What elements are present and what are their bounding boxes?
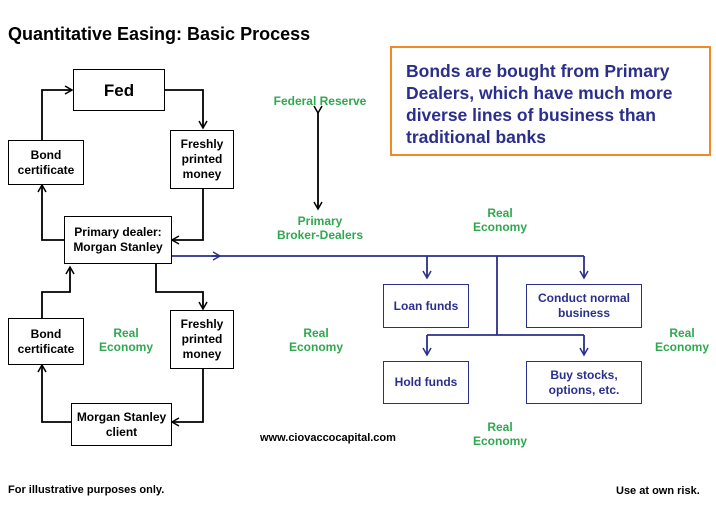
page-title: Quantitative Easing: Basic Process — [8, 24, 311, 44]
primary-broker-label: Primary Broker-Dealers — [276, 214, 364, 242]
real-economy-label-2: Real Economy — [98, 326, 153, 354]
money-top: Freshly printed money — [170, 130, 234, 189]
real-economy-label-4: Real Economy — [654, 326, 709, 354]
bond-certificate-top: Bond certificate — [8, 140, 84, 185]
arrow-fed-to-money — [165, 89, 208, 130]
loan-funds-box: Loan funds — [383, 284, 469, 328]
primary-dealer-box: Primary dealer: Morgan Stanley — [64, 216, 172, 264]
money-bottom: Freshly printed money — [170, 310, 234, 369]
bond-certificate-bottom: Bond certificate — [8, 318, 84, 365]
fed-box: Fed — [73, 69, 165, 111]
arrow-bond-to-fed — [41, 85, 74, 140]
hold-funds-box: Hold funds — [383, 361, 469, 404]
footer-disclaimer-right: Use at own risk. — [616, 485, 700, 497]
real-economy-label-1: Real Economy — [472, 206, 527, 234]
website-label: www.ciovaccocapital.com — [260, 432, 396, 444]
conduct-business-box: Conduct normal business — [526, 284, 642, 328]
arrow-money-to-dealer — [170, 189, 204, 245]
arrow-bond2-to-dealer — [41, 265, 75, 318]
callout-box: Bonds are bought from Primary Dealers, w… — [390, 46, 711, 156]
arrow-dealer-to-bond — [37, 183, 64, 241]
federal-reserve-label: Federal Reserve — [273, 94, 367, 108]
real-economy-label-5: Real Economy — [472, 420, 527, 448]
arrow-money2-to-client — [170, 369, 204, 427]
client-box: Morgan Stanley client — [71, 403, 172, 446]
footer-disclaimer-left: For illustrative purposes only. — [8, 484, 165, 496]
arrow-dealer-to-money2 — [155, 264, 208, 311]
real-economy-label-3: Real Economy — [288, 326, 343, 354]
buy-stocks-box: Buy stocks, options, etc. — [526, 361, 642, 404]
arrow-client-to-bond2 — [37, 363, 71, 423]
